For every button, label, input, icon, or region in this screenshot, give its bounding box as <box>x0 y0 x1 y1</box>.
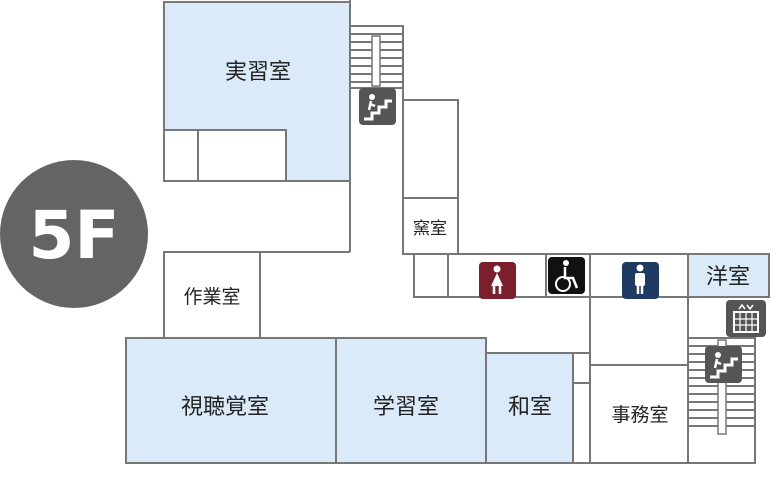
closets <box>572 352 591 464</box>
room-label-shichokaku: 視聴覚室 <box>181 395 269 420</box>
room-label-sagyo: 作業室 <box>183 286 240 308</box>
room-jisshu[interactable]: 実習室 <box>163 1 351 182</box>
room-kama[interactable]: 窯室 <box>402 197 459 255</box>
room-sagyo[interactable]: 作業室 <box>163 251 261 339</box>
floor-badge: 5F <box>0 160 148 308</box>
upper-stairs <box>349 25 404 89</box>
floor-label: 5F <box>28 197 119 274</box>
room-youshitsu[interactable]: 洋室 <box>687 253 770 298</box>
elevator-icon <box>726 300 766 337</box>
room-washitsu[interactable]: 和室 <box>485 352 574 464</box>
male-restroom-icon <box>622 262 659 299</box>
female-restroom-icon <box>479 262 516 299</box>
room-label-youshitsu: 洋室 <box>706 265 750 290</box>
room-label-gakushu: 学習室 <box>373 395 439 420</box>
room-label-jisshu: 実習室 <box>225 60 291 85</box>
room-gakushu[interactable]: 学習室 <box>335 337 487 464</box>
room-label-washitsu: 和室 <box>508 395 552 420</box>
room-label-jimu: 事務室 <box>611 404 668 426</box>
room-shichokaku[interactable]: 視聴覚室 <box>125 337 337 464</box>
stairs-down-icon <box>705 346 742 383</box>
accessible-restroom-icon <box>548 257 585 294</box>
stairs-up-icon <box>359 88 396 125</box>
room-jimu[interactable]: 事務室 <box>589 364 689 464</box>
room-label-kama: 窯室 <box>413 219 447 239</box>
